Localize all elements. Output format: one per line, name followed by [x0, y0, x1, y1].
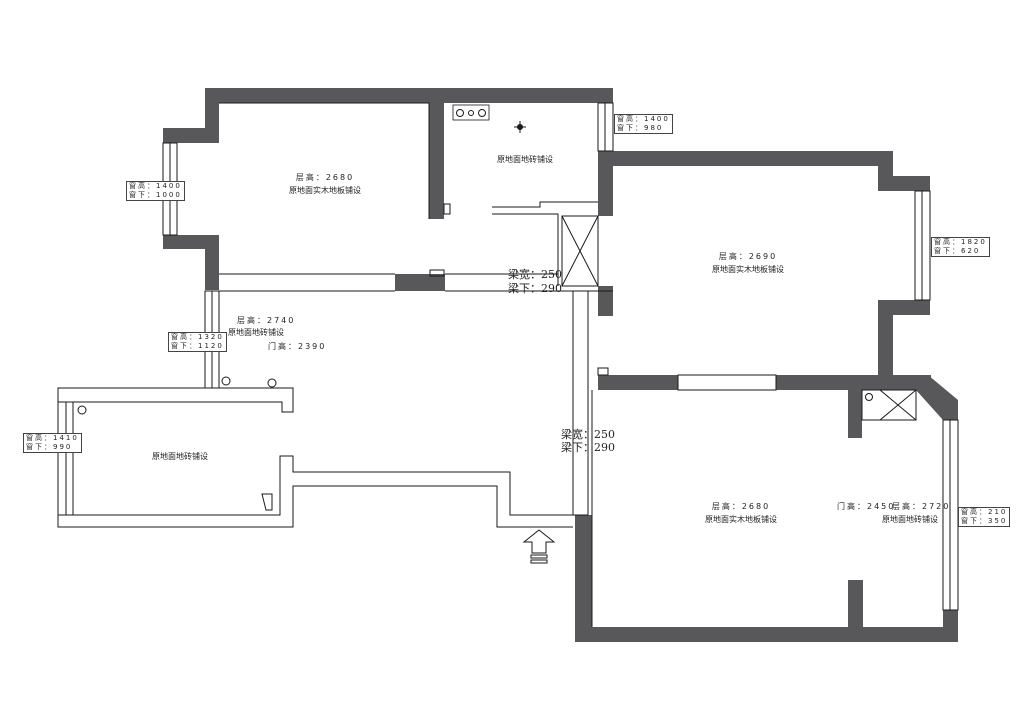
thick-walls [163, 88, 958, 642]
pipe-icon [77, 405, 87, 415]
window-tag-5: 窗高：1410 窗下：990 [23, 433, 82, 453]
beam-2-width: 梁宽：250 [561, 428, 615, 441]
wall-stub-a [395, 274, 445, 291]
window-5-height: 窗高：1410 [26, 434, 79, 442]
room-b-bottom-2 [492, 213, 559, 286]
window-2-sill: 窗下：1000 [129, 191, 182, 199]
beam-1-width: 梁宽：250 [508, 268, 562, 281]
pipe-icon [865, 393, 873, 401]
beam-2-below: 梁下：290 [561, 441, 615, 454]
entrance-arrow-icon [522, 529, 556, 554]
window-3-sill: 窗下：620 [934, 247, 981, 255]
shaft-g [861, 389, 917, 421]
wall-g-pillar [848, 390, 862, 438]
window-1-sill: 窗下：980 [617, 124, 664, 132]
wall-c-left [598, 151, 613, 216]
room-d-floor: 原地面地砖铺设 [228, 328, 284, 337]
room-f-ceiling: 层高：2680 [711, 502, 771, 511]
window-4-height: 窗高：1320 [171, 333, 224, 341]
wall-top [205, 88, 613, 103]
room-g-door: 门高：2450 [837, 502, 896, 511]
window-2-height: 窗高：1400 [129, 182, 182, 190]
wall-c-right-bot [878, 300, 893, 390]
room-a-outline [219, 102, 430, 219]
room-d-door: 门高：2390 [268, 342, 327, 351]
beam-vertical [572, 290, 589, 516]
room-e-inner [219, 387, 294, 413]
window-tag-6: 窗高：210 窗下：350 [958, 507, 1011, 527]
window-tag-4: 窗高：1320 窗下：1120 [168, 332, 227, 352]
pipe-icon [468, 110, 474, 116]
wall-a-left-stub [163, 128, 219, 143]
wall-c-left-b [598, 286, 613, 316]
fixture-b [429, 269, 445, 277]
wall-c-bottom-l [598, 375, 678, 390]
room-d-ceiling: 层高：2740 [237, 316, 296, 325]
thin-walls [57, 102, 959, 627]
window-6-height: 窗高：210 [961, 508, 1008, 516]
wall-c-top [598, 151, 893, 166]
room-a-ceiling: 层高：2680 [295, 173, 355, 182]
wall-corner-angle [916, 375, 958, 420]
pipe-icon [456, 109, 464, 117]
window-1-height: 窗高：1400 [617, 115, 670, 123]
wall-f-left [575, 515, 592, 642]
window-tag-2: 窗高：1400 窗下：1000 [126, 181, 185, 201]
pipe-icon [261, 493, 273, 511]
window-3-height: 窗高：1820 [934, 238, 987, 246]
window-6-sill: 窗下：350 [961, 517, 1008, 525]
room-c-ceiling: 层高：2690 [718, 252, 778, 261]
wall-ab-divider [429, 100, 444, 219]
entrance-step-2 [530, 559, 548, 564]
room-c-floor: 原地面实木地板铺设 [712, 265, 784, 274]
room-f-floor: 原地面实木地板铺设 [705, 515, 777, 524]
room-e-outer [57, 387, 573, 528]
wall-a-left-lower [205, 235, 219, 290]
room-b-bottom [492, 201, 598, 208]
pipe-icon [267, 378, 277, 388]
room-g-ceiling: 层高：2720 [892, 502, 951, 511]
window-tag-1: 窗高：1400 窗下：980 [614, 114, 673, 134]
fixture-a [443, 203, 451, 215]
window-5-sill: 窗下：990 [26, 443, 73, 451]
wall-g-stub [848, 580, 863, 642]
room-e-floor: 原地面地砖铺设 [152, 452, 208, 461]
ceiling-light-icon [514, 121, 526, 133]
room-a-floor: 原地面实木地板铺设 [289, 186, 361, 195]
wall-c-window-top [878, 176, 930, 191]
entrance-step [530, 554, 548, 559]
pipe-icon [478, 109, 486, 117]
window-4-sill: 窗下：1120 [171, 342, 224, 350]
wall-c-bottom-r [776, 375, 931, 390]
pipe-icons [77, 104, 873, 511]
room-g-floor: 原地面地砖铺设 [882, 515, 938, 524]
wall-g-right [943, 610, 958, 642]
shaft-box [561, 215, 599, 287]
fixture-c [597, 367, 609, 376]
window-tag-3: 窗高：1820 窗下：620 [931, 237, 990, 257]
beam-1-below: 梁下：290 [508, 282, 562, 295]
room-b-floor: 原地面地砖铺设 [497, 155, 553, 164]
room-e-body [72, 402, 573, 516]
wall-f-bottom [575, 627, 958, 642]
pipe-icon [221, 376, 231, 386]
door-c [677, 374, 777, 391]
